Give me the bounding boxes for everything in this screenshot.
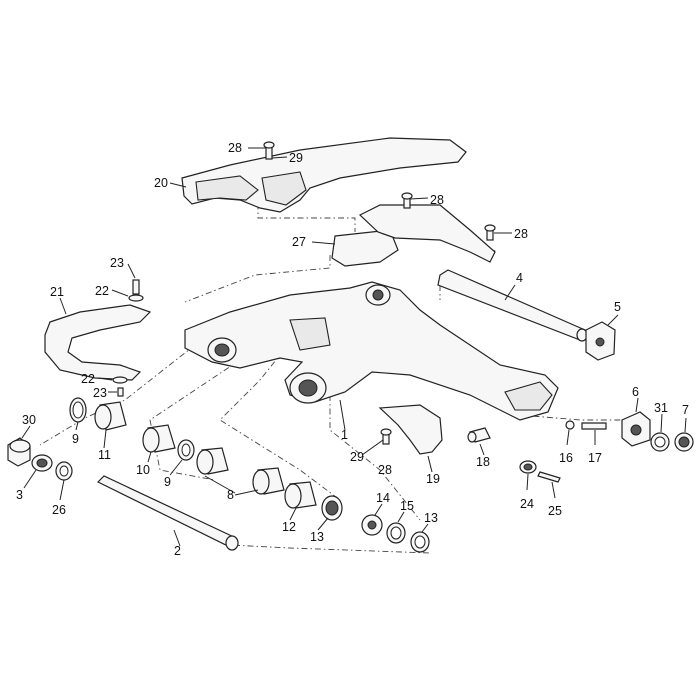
callout-13a: 13 [310, 530, 324, 544]
callout-6: 6 [632, 385, 639, 399]
callout-4: 4 [516, 271, 523, 285]
callout-labels: 1 2 3 4 5 6 7 8 9 9 10 11 12 13 13 14 15… [16, 141, 689, 558]
callout-14: 14 [376, 491, 390, 505]
arm-part-21 [44, 297, 152, 381]
cover-part-19 [378, 404, 443, 473]
adjuster-parts-6-31-7 [621, 397, 694, 452]
callout-15: 15 [400, 499, 414, 513]
callout-5: 5 [614, 300, 621, 314]
swingarm-part-1 [184, 281, 559, 431]
callout-28d: 28 [378, 463, 392, 477]
callout-28a: 28 [228, 141, 242, 155]
callout-8: 8 [227, 488, 234, 502]
left-bushings-30-3-26 [7, 425, 73, 501]
callout-31: 31 [654, 401, 668, 415]
callout-1: 1 [341, 428, 348, 442]
callout-22a: 22 [95, 284, 109, 298]
bracket-part-27 [311, 204, 496, 267]
callout-23a: 23 [110, 256, 124, 270]
callout-27: 27 [292, 235, 306, 249]
pivot-shaft-part-2 [96, 475, 239, 551]
callout-28c: 28 [514, 227, 528, 241]
callout-18: 18 [476, 455, 490, 469]
washers-14-15-13 [361, 503, 430, 553]
pin-parts-18-24-25 [467, 427, 561, 499]
callout-7: 7 [682, 403, 689, 417]
callout-9a: 9 [72, 432, 79, 446]
bolt-parts-16-17 [565, 420, 607, 446]
screws-28-29 [248, 141, 512, 456]
callout-29b: 29 [350, 450, 364, 464]
block-part-5 [585, 314, 619, 361]
callout-11: 11 [98, 448, 111, 462]
callout-10: 10 [136, 463, 150, 477]
callout-28b: 28 [430, 193, 444, 207]
callout-26: 26 [52, 503, 66, 517]
callout-13b: 13 [424, 511, 438, 525]
callout-22b: 22 [81, 372, 95, 386]
callout-21: 21 [50, 285, 64, 299]
callout-9b: 9 [164, 475, 171, 489]
callout-3: 3 [16, 488, 23, 502]
bushings-12-13 [284, 481, 343, 531]
bushings-10-9-8 [142, 424, 285, 496]
chain-guard-part-20 [169, 137, 467, 213]
callout-29a: 29 [289, 151, 303, 165]
callout-23b: 23 [93, 386, 107, 400]
callout-24: 24 [520, 497, 534, 511]
callout-20: 20 [154, 176, 168, 190]
callout-17: 17 [588, 451, 602, 465]
fasteners-22-23 [97, 263, 144, 397]
callout-30: 30 [22, 413, 36, 427]
callout-12: 12 [282, 520, 296, 534]
callout-16: 16 [559, 451, 573, 465]
callout-2: 2 [174, 544, 181, 558]
ring-and-sleeve-9-11 [69, 397, 127, 449]
callout-19: 19 [426, 472, 440, 486]
axle-part-4 [437, 269, 588, 342]
callout-25: 25 [548, 504, 562, 518]
